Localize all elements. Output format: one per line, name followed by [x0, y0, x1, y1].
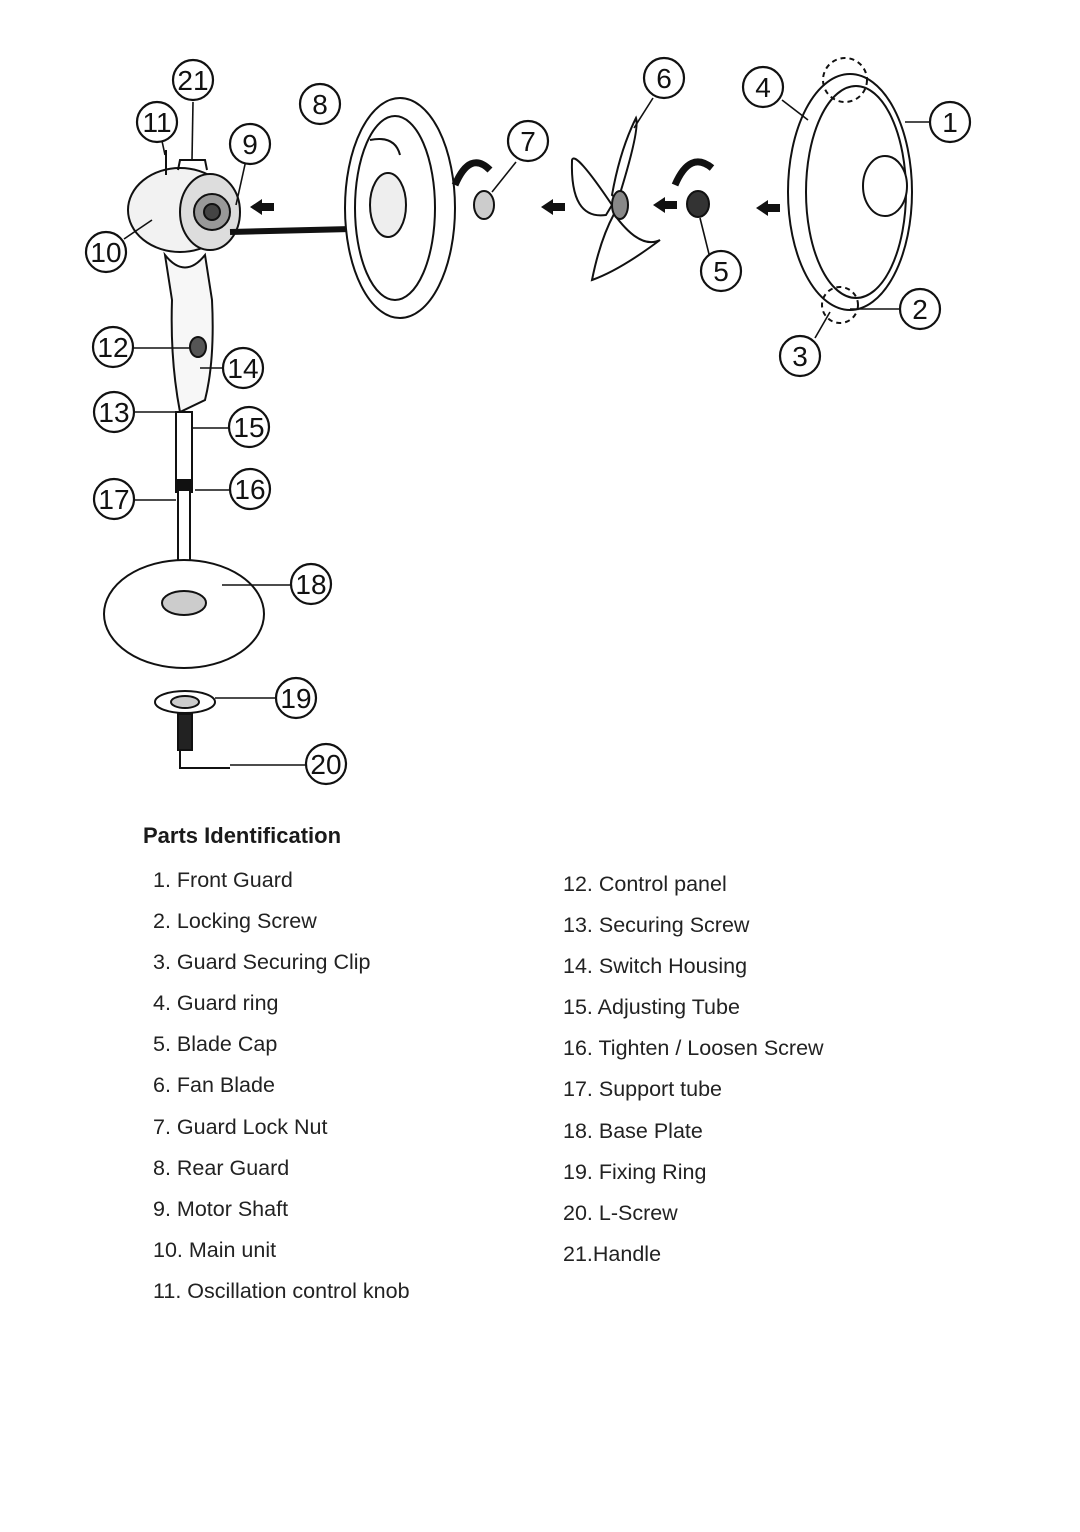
part-item: 14. Switch Housing — [563, 954, 748, 979]
callout-19: 19 — [280, 683, 311, 714]
callout-8: 8 — [312, 89, 328, 120]
part-item: 8. Rear Guard — [153, 1155, 290, 1180]
callout-7: 7 — [520, 126, 536, 157]
callout-11: 11 — [142, 107, 171, 138]
part-item: 18. Base Plate — [563, 1118, 703, 1143]
part-item: 6. Fan Blade — [153, 1073, 275, 1098]
front-guard-drawing — [787, 57, 913, 324]
callout-20: 20 — [310, 749, 341, 780]
part-item: 20. L-Screw — [563, 1200, 678, 1225]
callout-10: 10 — [90, 237, 121, 268]
fan-blade-drawing — [570, 115, 661, 282]
callout-18: 18 — [295, 569, 326, 600]
part-item: 12. Control panel — [563, 872, 727, 896]
part-item: 17. Support tube — [563, 1077, 722, 1102]
callout-4: 4 — [755, 72, 771, 103]
part-item: 1. Front Guard — [153, 868, 293, 892]
callout-17: 17 — [98, 484, 129, 515]
callout-5: 5 — [713, 256, 729, 287]
part-item: 5. Blade Cap — [153, 1032, 278, 1057]
parts-list-right: 12. Control panel 13. Securing Screw 14.… — [563, 869, 824, 1280]
callout-2: 2 — [912, 294, 928, 325]
blade-cap-drawing — [686, 190, 710, 218]
part-item: 3. Guard Securing Clip — [153, 950, 371, 975]
part-item: 15. Adjusting Tube — [563, 995, 740, 1020]
parts-list-left: 1. Front Guard 2. Locking Screw 3. Guard… — [153, 865, 410, 1317]
rear-guard-drawing — [344, 97, 456, 319]
part-item: 7. Guard Lock Nut — [153, 1114, 328, 1139]
part-item: 11. Oscillation control knob — [153, 1278, 410, 1303]
part-item: 21.Handle — [563, 1241, 662, 1266]
part-item: 19. Fixing Ring — [563, 1159, 707, 1184]
callout-15: 15 — [233, 412, 264, 443]
exploded-fan-diagram: 1 2 3 4 5 6 7 8 9 10 11 12 13 14 15 16 1… — [84, 56, 972, 786]
callout-21: 21 — [177, 65, 208, 96]
part-item: 16. Tighten / Loosen Screw — [563, 1036, 824, 1061]
part-item: 2. Locking Screw — [153, 909, 317, 934]
callout-12: 12 — [97, 332, 128, 363]
callout-3: 3 — [792, 341, 808, 372]
callout-16: 16 — [234, 474, 265, 505]
part-item: 13. Securing Screw — [563, 913, 750, 938]
callout-9: 9 — [242, 129, 258, 160]
callout-14: 14 — [227, 353, 258, 384]
part-item: 10. Main unit — [153, 1237, 277, 1262]
part-item: 4. Guard ring — [153, 991, 279, 1016]
callout-1: 1 — [942, 107, 958, 138]
parts-identification-title: Parts Identification — [143, 823, 342, 848]
lock-nut-drawing — [473, 190, 495, 220]
callout-6: 6 — [656, 63, 672, 94]
part-item: 9. Motor Shaft — [153, 1196, 289, 1221]
callout-13: 13 — [98, 397, 129, 428]
